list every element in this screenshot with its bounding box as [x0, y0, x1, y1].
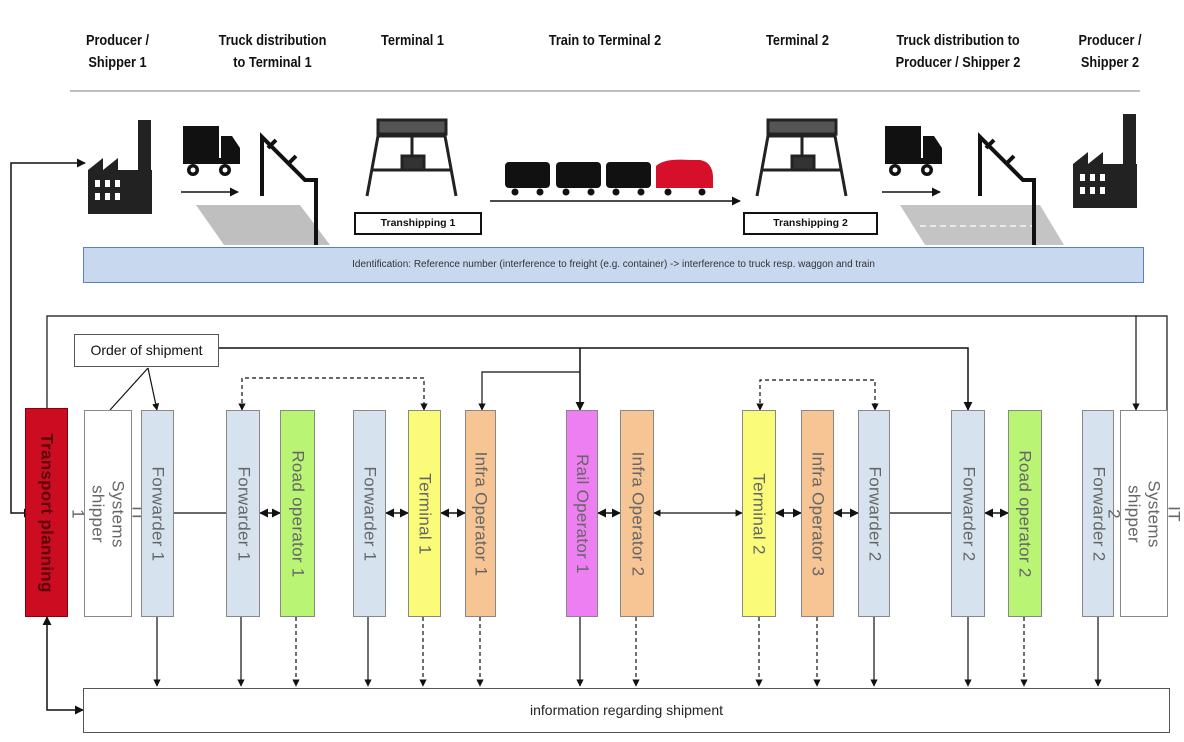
actor-it-systems-shipper1: IT Systems shipper 1	[69, 410, 148, 617]
truck-icon	[183, 126, 240, 176]
stage-header-terminal2: Terminal 2	[766, 33, 829, 49]
transhipping-1-box: Transhipping 1	[354, 212, 482, 235]
planning-info-link	[42, 616, 84, 715]
actor-terminal1: Terminal 1	[408, 410, 441, 617]
actor-infra-operator3: Infra Operator 3	[801, 410, 834, 617]
factory-icon	[88, 120, 152, 214]
actor-infra-operator2: Infra Operator 2	[620, 410, 654, 617]
crane-icon	[755, 118, 848, 197]
actor-infra-operator1: Infra Operator 1	[465, 410, 496, 617]
actor-terminal2: Terminal 2	[742, 410, 776, 617]
actor-forwarder1-b: Forwarder 1	[226, 410, 260, 617]
actor-road-operator1: Road operator 1	[280, 410, 315, 617]
transport-planning-loop	[10, 158, 86, 518]
actor-forwarder2-a: Forwarder 2	[858, 410, 890, 617]
actor-forwarder2-b: Forwarder 2	[951, 410, 985, 617]
stage-header-terminal1: Terminal 1	[381, 33, 444, 49]
order-of-shipment-box: Order of shipment	[74, 334, 219, 367]
crane-icon	[365, 118, 458, 197]
train-icon	[490, 159, 741, 206]
truck-icon	[885, 126, 942, 176]
actor-it-systems-shipper2: IT Systems shipper 2	[1105, 410, 1184, 617]
stage-header-train: Train to Terminal 2	[548, 33, 662, 49]
actor-forwarder1-a: Forwarder 1	[141, 410, 174, 617]
pole-icon	[260, 132, 318, 245]
information-regarding-shipment-box: information regarding shipment	[83, 688, 1170, 733]
stage-header-shipper2: Producer / Shipper 2	[1078, 33, 1142, 71]
actor-rail-operator1: Rail Operator 1	[566, 410, 598, 617]
road-surface	[196, 205, 330, 245]
actor-forwarder2-c: Forwarder 2	[1082, 410, 1114, 617]
road-surface	[900, 205, 1064, 245]
identification-bar: Identification: Reference number (interf…	[83, 247, 1144, 283]
pole-icon	[978, 132, 1036, 245]
transhipping-2-box: Transhipping 2	[743, 212, 878, 235]
stage-header-shipper1: Producer / Shipper 1	[85, 33, 150, 71]
stage-header-truck1: Truck distribution to Terminal 1	[218, 33, 327, 71]
actor-forwarder1-c: Forwarder 1	[353, 410, 386, 617]
factory-icon	[1073, 114, 1137, 208]
actor-road-operator2: Road operator 2	[1008, 410, 1042, 617]
stage-header-truck2: Truck distribution to Producer / Shipper…	[895, 33, 1021, 71]
down-arrows	[153, 617, 1102, 687]
order-to-forwarder2	[219, 347, 973, 411]
actor-transport-planning: Transport planning	[25, 408, 68, 617]
